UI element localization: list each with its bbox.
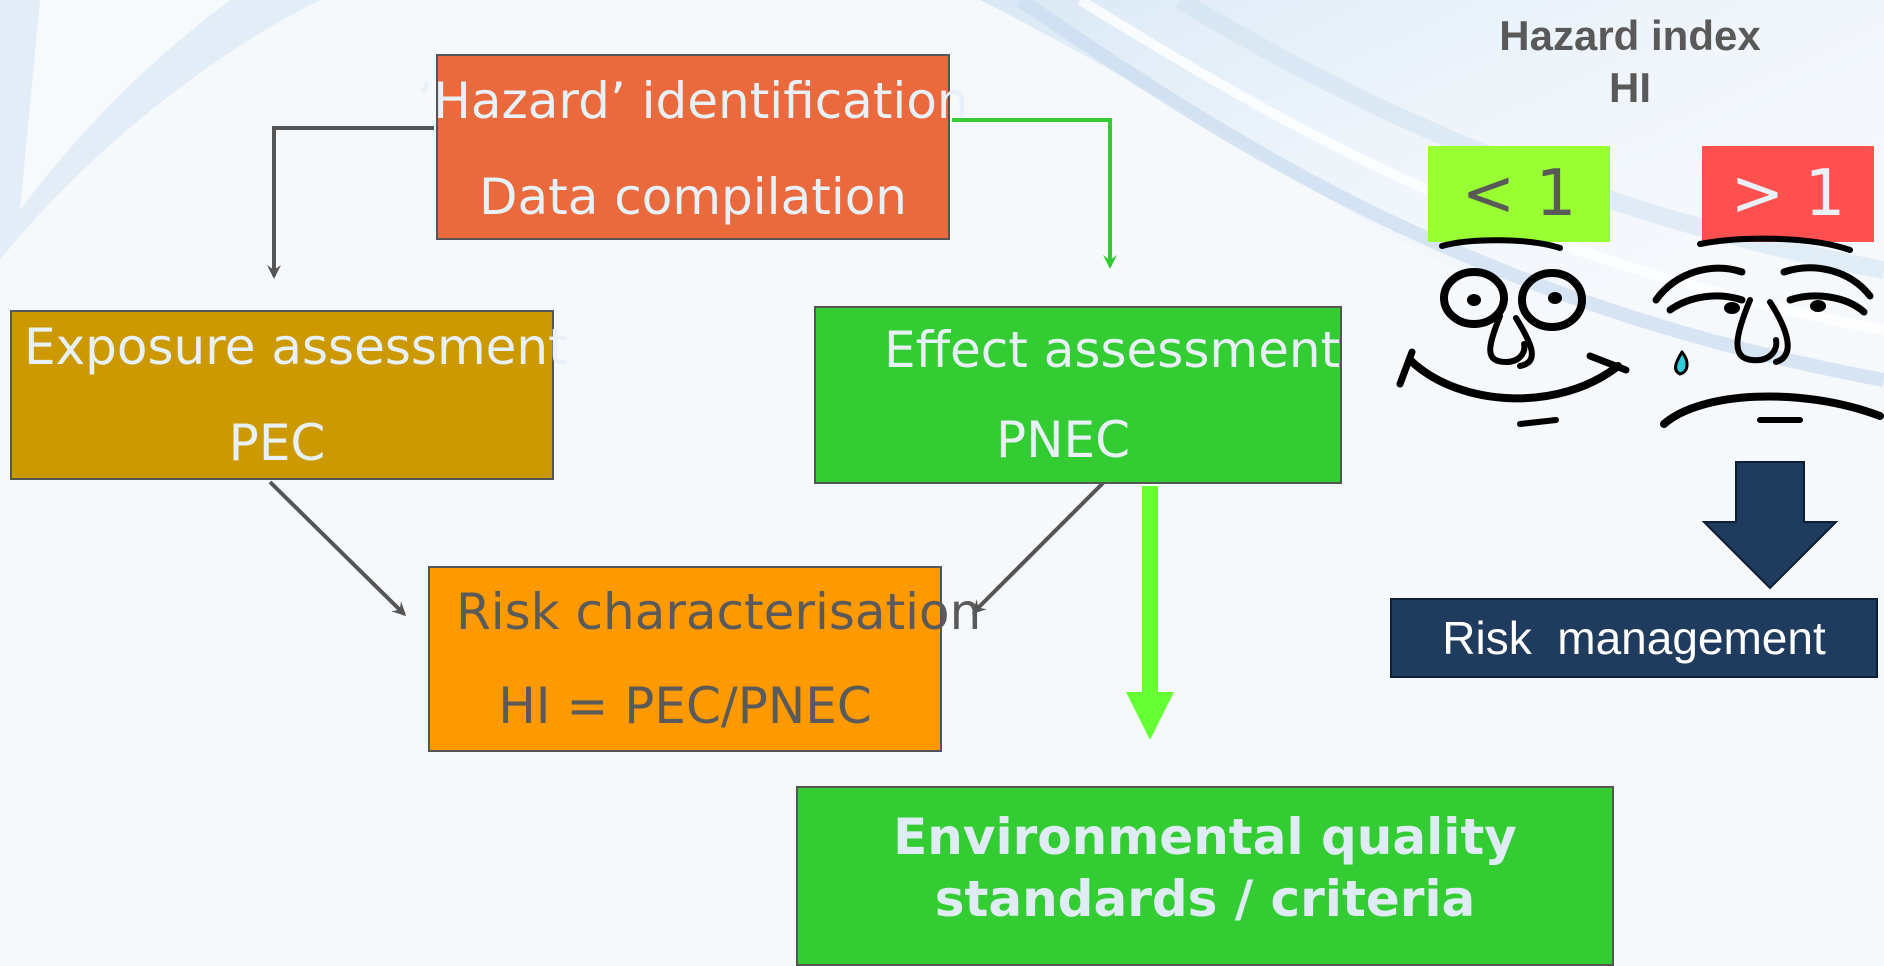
hazard-identification-label: ‘Hazard’ identification [417, 72, 969, 130]
hazard-index-title-line1: Hazard index [1499, 12, 1761, 59]
arrow-to-risk-management [1701, 461, 1839, 590]
hazard-index-title: Hazard index HI [1440, 10, 1820, 114]
hi-formula-label: HI = PEC/PNEC [498, 677, 872, 735]
risk-characterisation-label: Risk characterisation [456, 583, 982, 641]
hi-less-than-one-badge: < 1 [1428, 146, 1610, 242]
exposure-assessment-box: Exposure assessment PEC [10, 310, 568, 480]
arrow-exposure-to-risk [268, 480, 407, 617]
happy-face-icon [1396, 237, 1630, 427]
arrow-hazard-to-effect [952, 118, 1117, 269]
exposure-assessment-label: Exposure assessment [24, 318, 568, 376]
eqs-label-line1: Environmental quality [893, 808, 1517, 866]
hazard-identification-box: ‘Hazard’ identification Data compilation [417, 54, 969, 240]
risk-management-box: Risk management [1390, 598, 1878, 678]
arrow-effect-to-risk [971, 476, 1110, 615]
pnec-label: PNEC [996, 411, 1131, 469]
hazard-index-title-line2: HI [1609, 64, 1651, 111]
hi-greater-than-one-badge: > 1 [1702, 146, 1874, 242]
eqs-label-line2: standards / criteria [934, 870, 1476, 928]
environmental-quality-standards-box: Environmental quality standards / criter… [796, 786, 1614, 966]
effect-assessment-label: Effect assessment [884, 321, 1341, 379]
pec-label: PEC [228, 414, 326, 472]
data-compilation-label: Data compilation [478, 168, 907, 226]
risk-characterisation-box: Risk characterisation HI = PEC/PNEC [428, 566, 982, 752]
arrow-hazard-to-exposure [267, 126, 434, 279]
sad-face-icon [1652, 235, 1884, 428]
arrow-effect-to-eqs [1126, 486, 1174, 740]
effect-assessment-box: Effect assessment PNEC [814, 306, 1342, 484]
